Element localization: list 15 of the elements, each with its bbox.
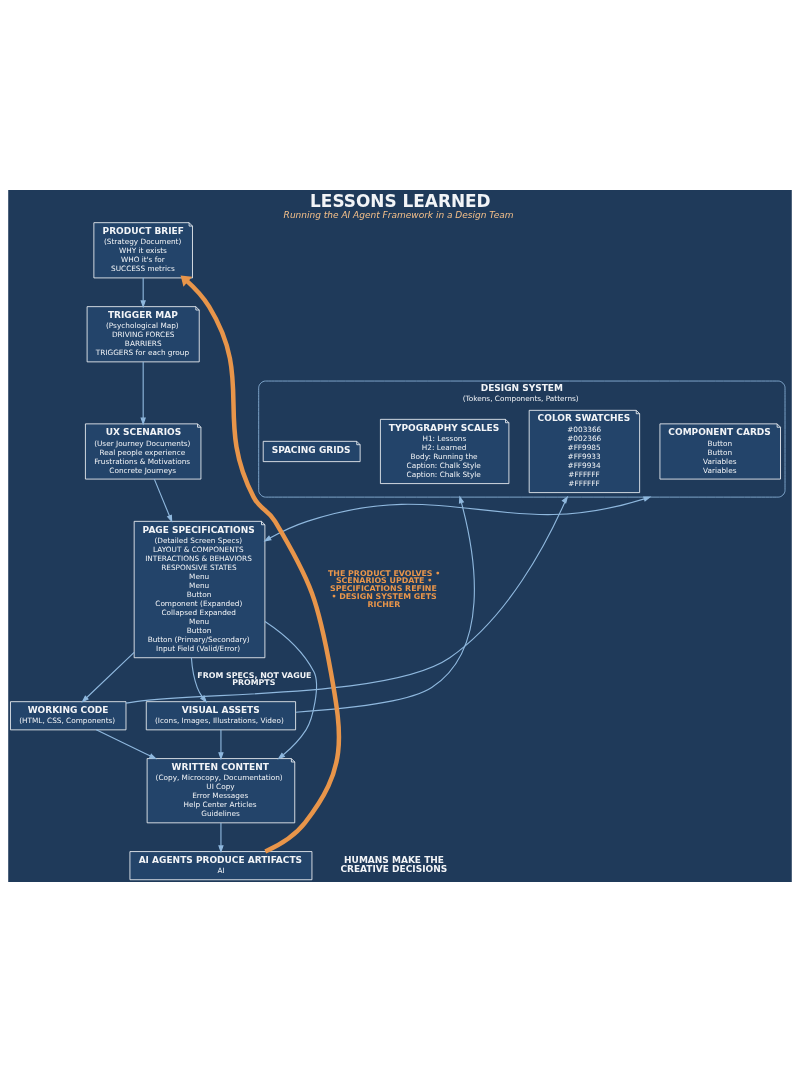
arrow xyxy=(218,821,224,853)
arrow xyxy=(190,656,208,703)
arrow xyxy=(140,360,146,425)
diagram-title: LESSONS LEARNED xyxy=(310,190,491,211)
label: HUMANS MAKE THE CREATIVE DECISIONS xyxy=(340,854,448,874)
caption: Running the AI Agent Framework in a Design Team xyxy=(283,209,514,220)
arrow xyxy=(180,274,342,853)
arrow xyxy=(95,728,158,759)
arrow xyxy=(153,478,173,523)
arrow xyxy=(81,651,135,703)
arrow xyxy=(295,494,475,713)
arrow xyxy=(218,728,224,760)
arrow xyxy=(125,495,569,704)
arrow xyxy=(263,495,652,542)
arrow xyxy=(140,276,146,308)
